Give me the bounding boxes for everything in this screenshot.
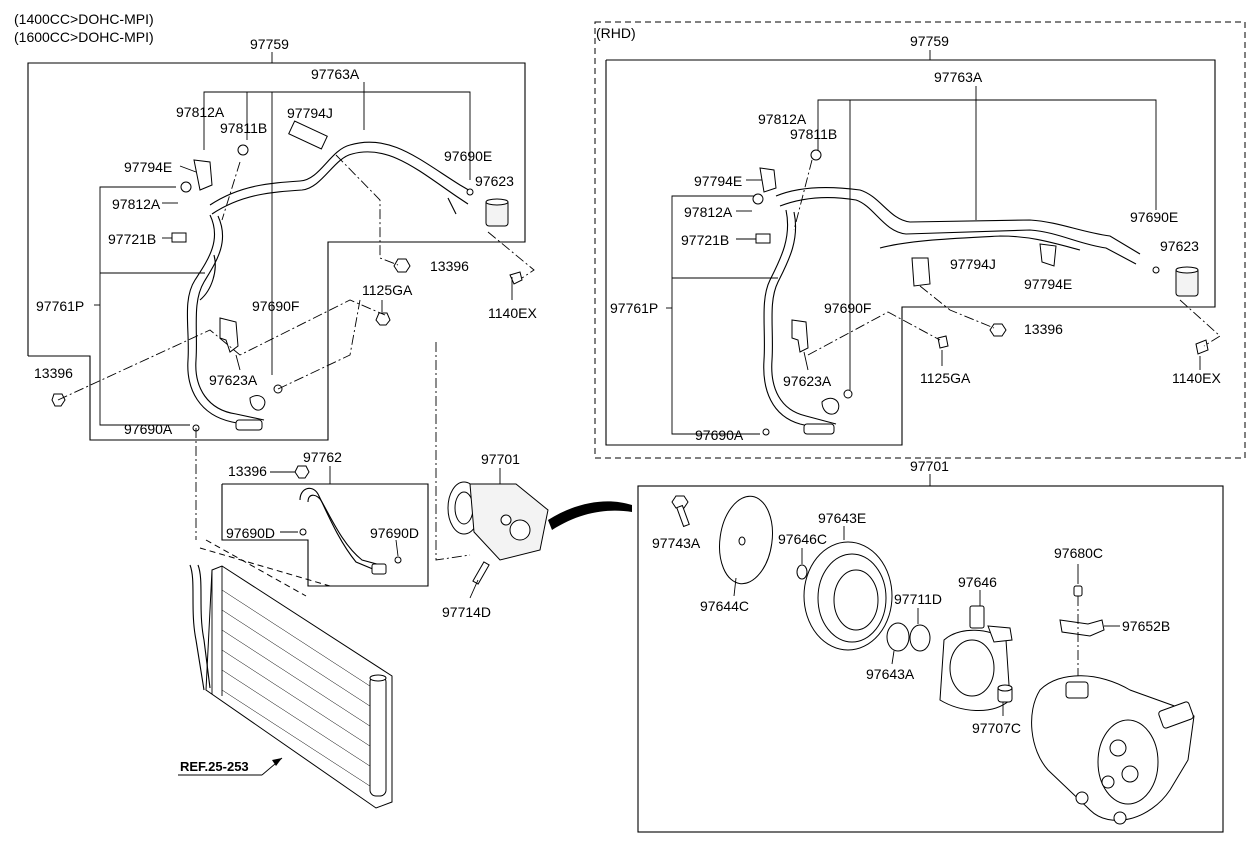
snap-ring-97643a	[886, 622, 910, 652]
rhd-label-97812A: 97812A	[758, 111, 807, 127]
rhd-label-97623: 97623	[1160, 238, 1199, 254]
compressor-detail-97701: 97701 97743A 97644C 97646C 97643E 97643A…	[637, 458, 1224, 833]
rhd-label-97690A: 97690A	[695, 427, 744, 443]
detail-label-97643A: 97643A	[866, 666, 915, 682]
lhd-nut-13396	[393, 258, 411, 273]
lhd-label-97690E: 97690E	[444, 148, 492, 164]
detail-label-97680C: 97680C	[1054, 545, 1103, 561]
detail-pointer	[548, 501, 632, 530]
lhd-pipe-assembly	[27, 52, 535, 561]
lhd-label-97794E: 97794E	[124, 159, 172, 175]
rhd-label-1125GA: 1125GA	[920, 370, 971, 386]
screw-97680c	[1073, 585, 1083, 597]
rhd-label-13396: 13396	[1024, 321, 1063, 337]
mid-label-97714D: 97714D	[442, 604, 491, 620]
compressor-small: 97701 97714D	[442, 451, 632, 620]
rhd-label-97794E: 97794E	[694, 173, 742, 189]
lhd-label-97763A: 97763A	[311, 66, 360, 82]
rhd-label-97623A: 97623A	[783, 373, 832, 389]
rhd-pipe-assembly	[594, 21, 1246, 459]
detail-label-97707C: 97707C	[972, 720, 1021, 736]
lhd-label-13396-b: 13396	[34, 365, 73, 381]
mid-label-97690D-2: 97690D	[370, 525, 419, 541]
rhd-frame-97759	[605, 59, 1216, 446]
rhd-label-97811B: 97811B	[790, 126, 837, 142]
detail-label-97701: 97701	[910, 458, 949, 474]
rhd-label-97794J: 97794J	[950, 256, 996, 272]
mid-label-97762: 97762	[303, 449, 342, 465]
engine-note-1600cc: (1600CC>DOHC-MPI)	[14, 29, 154, 45]
lhd-label-97759: 97759	[250, 36, 289, 52]
lhd-label-97690F: 97690F	[252, 298, 299, 314]
lhd-cap-97812a	[180, 181, 192, 193]
rhd-section-label: (RHD)	[596, 25, 636, 41]
compressor-body	[1031, 675, 1195, 825]
detail-label-97643E: 97643E	[818, 510, 866, 526]
lhd-label-97811B: 97811B	[220, 120, 267, 136]
bracket-97652b	[1059, 619, 1105, 637]
rhd-label-97721B: 97721B	[681, 232, 729, 248]
rhd-label-97690F: 97690F	[824, 300, 871, 316]
detail-label-97652B: 97652B	[1122, 618, 1170, 634]
lhd-cap-97811b	[237, 144, 249, 156]
compressor-detail-frame	[637, 485, 1224, 833]
lhd-bracket-97794e	[193, 159, 213, 191]
snap-ring-97711d	[909, 624, 931, 652]
lhd-label-13396: 13396	[430, 258, 469, 274]
lhd-label-97623: 97623	[475, 173, 514, 189]
lhd-bracket-97623a	[219, 317, 239, 353]
clutch-plate-97644c	[719, 495, 773, 585]
lhd-label-97794J: 97794J	[287, 105, 333, 121]
lhd-label-97690A: 97690A	[124, 421, 173, 437]
discharge-hose-97762: 13396 97762 97690D 97690D	[221, 449, 429, 587]
rhd-dashed-box	[594, 21, 1246, 459]
lhd-label-97623A: 97623A	[209, 372, 258, 388]
lhd-label-97761P: 97761P	[36, 298, 84, 314]
lhd-fitting-97794j	[288, 120, 328, 150]
shim-97646c	[796, 564, 808, 580]
mid-label-97690D: 97690D	[226, 525, 275, 541]
rhd-label-97761P: 97761P	[610, 300, 658, 316]
mid-label-13396: 13396	[228, 463, 267, 479]
rhd-label-97763A: 97763A	[934, 69, 983, 85]
engine-note-1400cc: (1400CC>DOHC-MPI)	[14, 11, 154, 27]
rhd-labels: (RHD) 97759 97763A 97812A 97811B 97794E …	[596, 25, 1221, 443]
detail-label-97646C: 97646C	[778, 531, 827, 547]
lhd-frame-97759	[27, 62, 526, 441]
rhd-label-1140EX: 1140EX	[1172, 370, 1221, 386]
detail-label-97644C: 97644C	[700, 598, 749, 614]
detail-label-97711D: 97711D	[894, 591, 942, 607]
rhd-label-97759: 97759	[910, 33, 949, 49]
rhd-bracket-97794j	[911, 257, 931, 287]
rhd-bracket-97794e	[1039, 243, 1057, 267]
lhd-labels: 97759 97763A 97812A 97811B 97794J 97690E…	[34, 36, 537, 437]
lhd-label-97812A-2: 97812A	[112, 196, 161, 212]
condenser: REF.25-253	[178, 539, 393, 809]
detail-label-97743A: 97743A	[652, 535, 701, 551]
detail-label-97646: 97646	[958, 574, 997, 590]
lhd-label-97812A: 97812A	[176, 104, 225, 120]
rhd-label-97812A-2: 97812A	[684, 204, 733, 220]
lhd-sensor-97721b	[171, 232, 187, 243]
rhd-label-97690E: 97690E	[1130, 209, 1178, 225]
bolt-97743a	[671, 495, 690, 528]
lhd-label-1140EX: 1140EX	[488, 305, 537, 321]
lhd-label-1125GA: 1125GA	[362, 282, 413, 298]
rhd-label-97794E-2: 97794E	[1024, 276, 1072, 292]
lhd-label-97721B: 97721B	[108, 231, 156, 247]
mid-label-97701: 97701	[481, 451, 520, 467]
condenser-ref-label: REF.25-253	[180, 759, 249, 774]
